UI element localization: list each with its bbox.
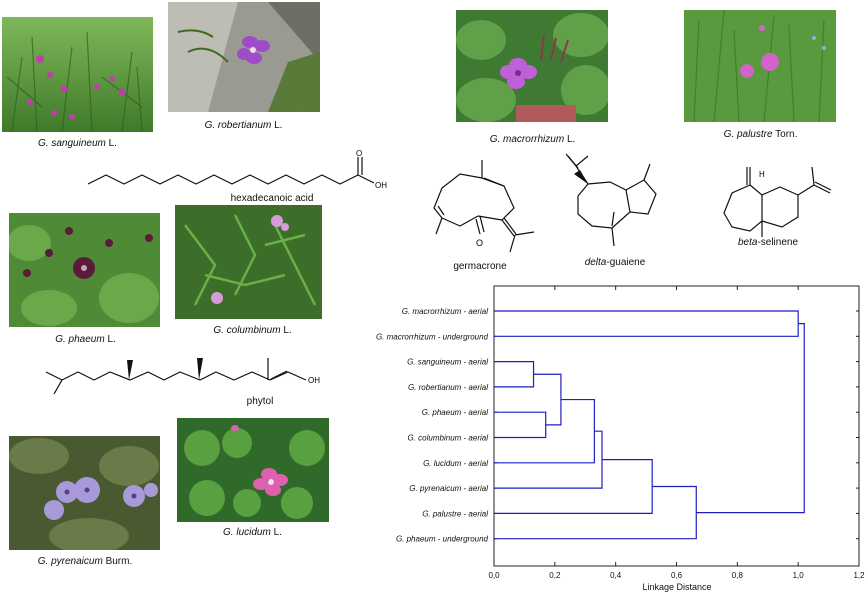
x-tick-label: 0,6 [671, 571, 683, 580]
delta-guaiene-label: delta-guaiene [584, 257, 646, 268]
leaf-label: G. robertianum - aerial [408, 383, 488, 392]
hexadecanoic-acid-structure: O OH [87, 149, 387, 190]
x-tick-label: 0,4 [610, 571, 622, 580]
photo-g-lucidum [177, 418, 329, 522]
hexadecanoic-acid-label: hexadecanoic acid [230, 193, 314, 204]
caption-g-phaeum: G. phaeum L. [55, 334, 116, 345]
x-axis-title: Linkage Distance [642, 582, 711, 592]
caption-g-robertianum: G. robertianum L. [204, 120, 283, 131]
photo-g-macrorrhizum [456, 10, 608, 122]
dendrogram-link [696, 323, 805, 514]
leaf-label: G. phaeum - aerial [422, 408, 488, 417]
x-tick-label: 0,8 [732, 571, 744, 580]
x-tick-label: 1,0 [793, 571, 805, 580]
caption-g-macrorrhizum: G. macrorrhizum L. [489, 134, 576, 145]
dendrogram-link [494, 459, 653, 515]
dendrogram-link [494, 310, 799, 337]
caption-g-palustre: G. palustre Torn. [723, 129, 798, 140]
caption-g-pyrenaicum: G. pyrenaicum Burm. [37, 556, 133, 567]
atom-oh: OH [308, 376, 320, 385]
dendrogram-link [494, 485, 697, 540]
leaf-label: G. sanguineum - aerial [407, 358, 488, 367]
caption-g-lucidum: G. lucidum L. [223, 527, 282, 538]
x-tick-label: 0,0 [488, 571, 500, 580]
dendrogram-link [533, 373, 562, 426]
dendrogram-link [494, 398, 595, 464]
delta-guaiene-structure [565, 153, 657, 247]
photo-g-pyrenaicum [9, 436, 160, 550]
leaf-label: G. phaeum - underground [396, 535, 489, 544]
photo-g-palustre [684, 10, 836, 122]
leaf-label: G. palustre - aerial [422, 509, 488, 518]
phytol-label: phytol [246, 396, 274, 407]
photo-g-columbinum [175, 205, 322, 319]
atom-oh: OH [375, 181, 387, 190]
beta-selinene-structure: H [723, 166, 832, 237]
leaf-label: G. macrorrhizum - aerial [402, 307, 488, 316]
atom-o: O [356, 149, 362, 158]
dendrogram-link [494, 411, 547, 439]
leaf-label: G. lucidum - aerial [423, 459, 488, 468]
leaf-label: G. macrorrhizum - underground [376, 332, 489, 341]
germacrone-label: germacrone [453, 261, 507, 272]
photo-g-robertianum: . [168, 2, 320, 112]
caption-g-sanguineum: G. sanguineum L. [38, 138, 117, 149]
leaf-label: G. columbinum - aerial [408, 434, 489, 443]
beta-selinene-label: beta-selinene [737, 237, 799, 248]
germacrone-structure: O [433, 160, 535, 253]
leaf-label: G. pyrenaicum - aerial [409, 484, 488, 493]
atom-o: O [476, 238, 483, 248]
dendrogram-link [494, 430, 603, 489]
phytol-structure: OH [45, 358, 320, 395]
caption-g-columbinum: G. columbinum L. [213, 325, 292, 336]
photo-g-sanguineum [2, 17, 153, 132]
x-tick-label: 1,2 [853, 571, 865, 580]
svg-text:.: . [298, 102, 299, 108]
photo-g-phaeum [9, 213, 160, 327]
x-tick-label: 0,2 [549, 571, 561, 580]
atom-h: H [759, 170, 765, 179]
dendrogram-link [494, 361, 535, 388]
